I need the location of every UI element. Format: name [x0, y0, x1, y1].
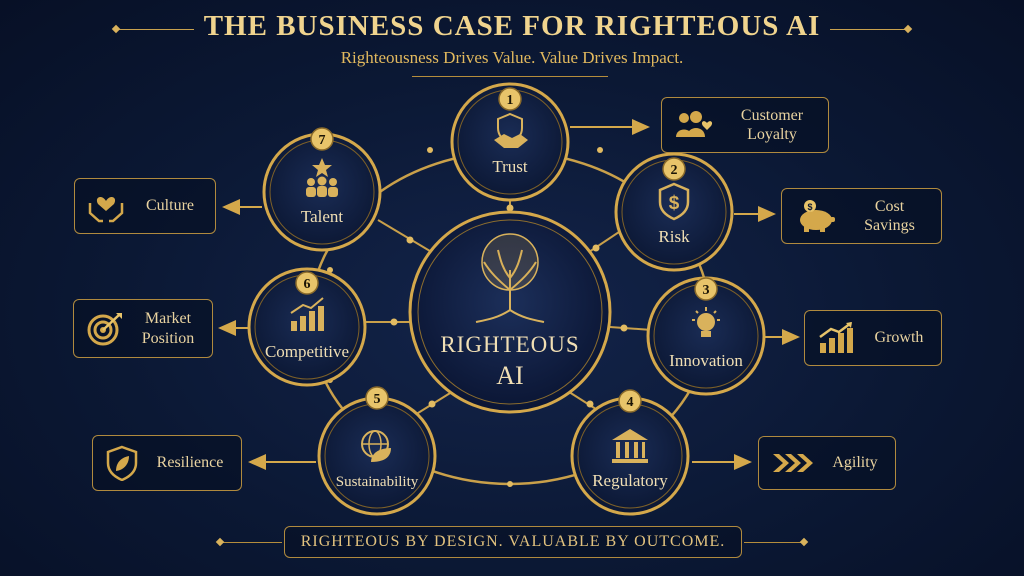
node-label: Trust	[492, 157, 528, 176]
piggy-bank-icon: $	[800, 200, 835, 232]
subtitle-rule	[412, 76, 608, 77]
lightbulb-icon	[692, 307, 720, 337]
node-regulatory: Regulatory 4	[570, 389, 690, 516]
footer-tagline: RIGHTEOUS BY DESIGN. VALUABLE BY OUTCOME…	[284, 526, 742, 558]
center-label-line2: AI	[496, 361, 523, 390]
shield-leaf-icon	[106, 445, 138, 481]
agility-label: Agility	[832, 454, 878, 472]
market-position-line2: Position	[141, 329, 195, 347]
customer-loyalty-line1: Customer	[740, 106, 804, 124]
node-label: Talent	[301, 207, 344, 226]
node-label: Regulatory	[592, 471, 668, 490]
node-number: 4	[627, 395, 634, 410]
node-number-badge	[662, 157, 686, 181]
svg-text:$: $	[807, 202, 812, 212]
people-star-icon	[306, 158, 338, 197]
node-number: 1	[507, 93, 514, 108]
hands-heart-icon	[88, 197, 124, 223]
node-talent: Talent 7	[262, 127, 382, 252]
node-circle	[570, 396, 690, 516]
node-number: 7	[319, 133, 326, 148]
growth-chart-icon	[819, 322, 853, 353]
cost-savings-line2: Savings	[864, 217, 915, 234]
node-circle	[247, 267, 367, 387]
node-competitive: Competitive 6	[247, 267, 367, 387]
node-number-badge	[498, 87, 522, 111]
node-number: 2	[671, 163, 678, 178]
people-heart-icon	[676, 111, 713, 137]
outcome-agility: Agility	[758, 436, 896, 490]
node-label: Sustainability	[336, 474, 419, 490]
node-number: 3	[703, 283, 710, 298]
node-label: Competitive	[265, 342, 349, 361]
node-label: Risk	[658, 227, 690, 246]
growth-label: Growth	[874, 329, 924, 347]
node-circle	[614, 152, 734, 272]
node-risk: $ Risk 2	[614, 152, 734, 272]
footer-rule-left	[222, 542, 282, 543]
market-position-line1: Market	[144, 310, 192, 328]
chevrons-icon	[773, 454, 813, 472]
node-number-badge	[310, 127, 334, 151]
node-innovation: Innovation 3	[646, 276, 766, 396]
handshake-shield-icon	[494, 112, 528, 148]
center-node	[408, 210, 612, 414]
page-title: THE BUSINESS CASE FOR RIGHTEOUS AI	[203, 10, 821, 42]
node-label: Innovation	[669, 351, 743, 370]
nodes-layer: Trust 1 $ Risk 2 Innovation 3 Regulatory 4	[247, 82, 766, 516]
outcome-resilience: Resilience	[92, 435, 242, 491]
node-number-badge	[295, 271, 319, 295]
bar-growth-icon	[290, 297, 324, 331]
node-trust: Trust 1	[450, 82, 570, 202]
footer-rule-right	[744, 542, 802, 543]
title-rule-right	[830, 29, 906, 30]
outcome-arrows	[218, 119, 800, 470]
node-number-badge	[694, 277, 718, 301]
customer-loyalty-line2: Loyalty	[747, 126, 797, 143]
page-subtitle: Righteousness Drives Value. Value Drives…	[340, 48, 684, 67]
cost-savings-line1: Cost	[874, 197, 905, 215]
node-number: 6	[304, 277, 311, 292]
svg-text:$: $	[669, 193, 680, 214]
bank-building-icon	[612, 429, 648, 463]
node-number-badge	[365, 386, 389, 410]
globe-leaf-icon	[361, 430, 391, 462]
node-sustainability: Sustainability 5	[317, 386, 437, 516]
tree-icon	[475, 233, 545, 323]
target-icon	[87, 312, 122, 345]
outcome-growth: Growth	[804, 310, 942, 366]
dollar-shield-icon: $	[658, 182, 690, 221]
node-number: 5	[374, 392, 381, 407]
node-number-badge	[618, 389, 642, 413]
center-label-line1: RIGHTEOUS	[440, 332, 579, 357]
outcome-culture: Culture	[74, 178, 216, 234]
resilience-label: Resilience	[156, 454, 224, 472]
culture-label: Culture	[146, 197, 194, 215]
title-rule-left	[118, 29, 194, 30]
